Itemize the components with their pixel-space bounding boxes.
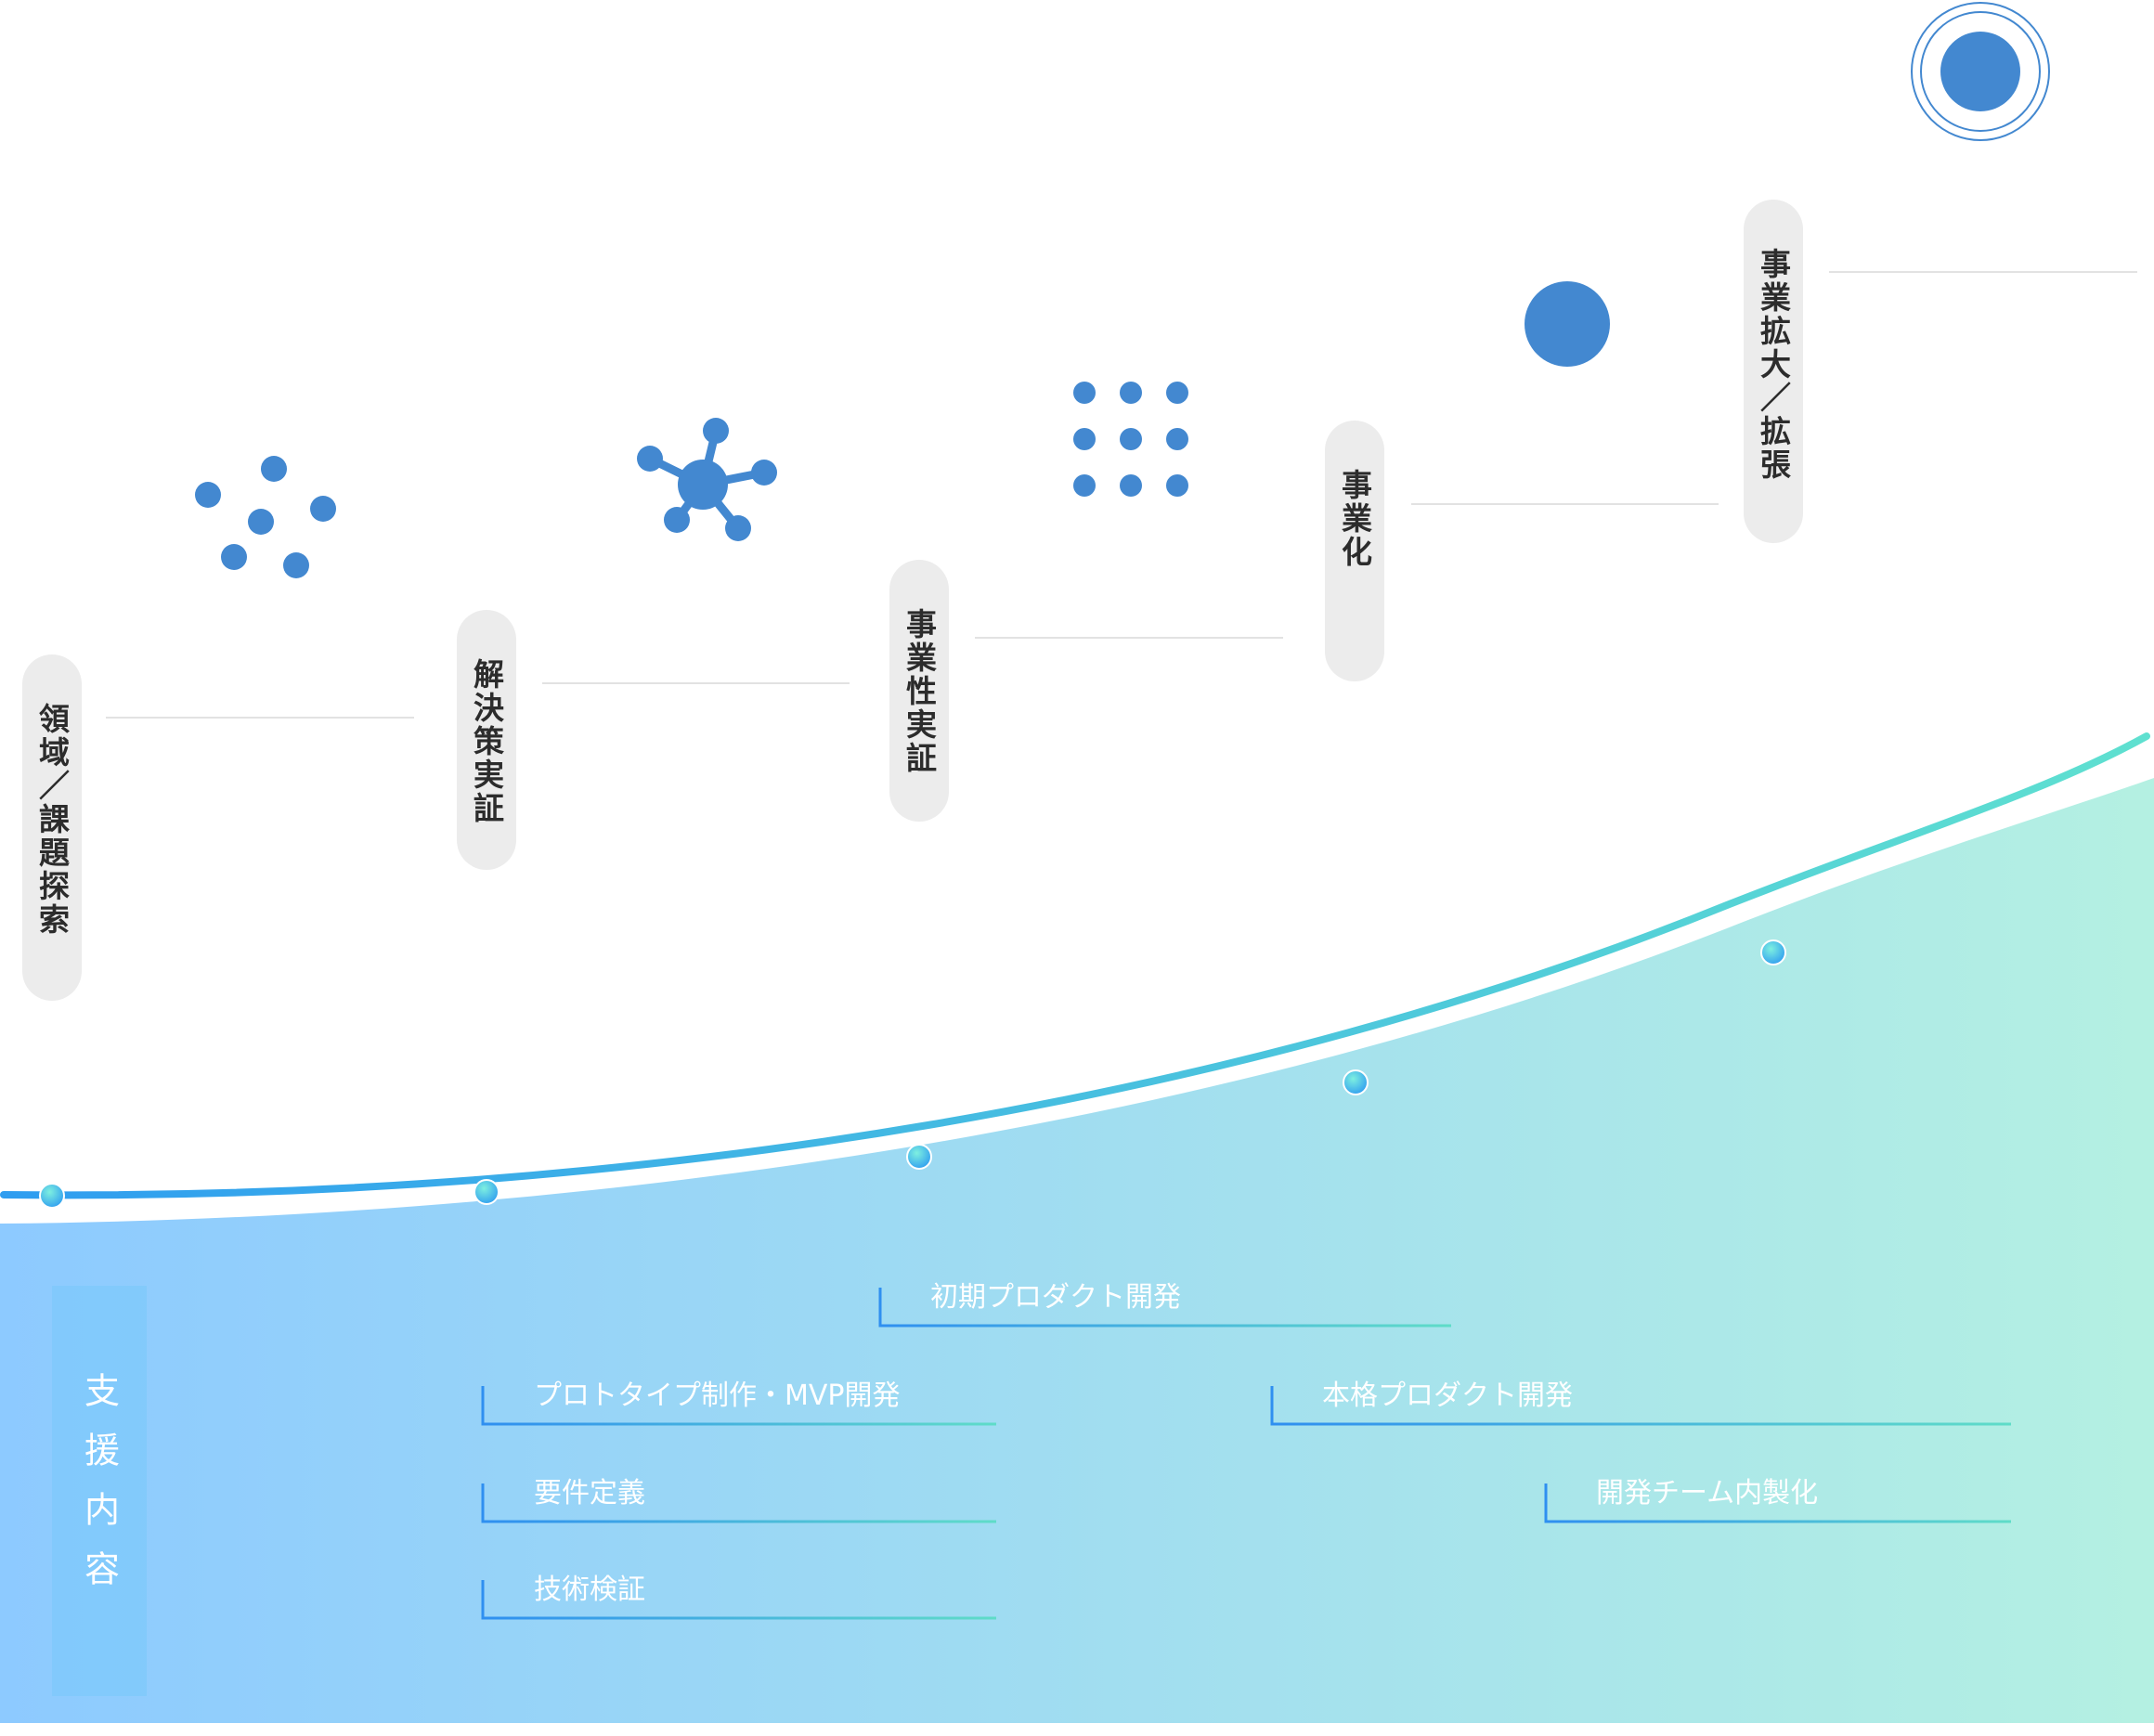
support-title: 支援内容: [78, 1372, 120, 1610]
stage-pill-business-validation: 事業性実証: [889, 560, 949, 822]
molecule-icon: [637, 418, 777, 541]
support-item-full-product: 本格プロダクト開発: [1322, 1380, 1573, 1412]
stage-label: 事業化: [1336, 469, 1373, 569]
stage-label: 解決策実証: [468, 658, 505, 825]
milestone-node: [1760, 939, 1786, 965]
support-item-requirements: 要件定義: [534, 1477, 645, 1509]
stage-pill-solution-validation: 解決策実証: [457, 610, 516, 870]
support-item-team-insourcing: 開発チーム内製化: [1596, 1477, 1819, 1509]
support-item-line: [1544, 1483, 2011, 1523]
milestone-node: [39, 1183, 65, 1209]
stage-pill-commercialization: 事業化: [1325, 421, 1384, 681]
stage-label: 領域／課題探索: [33, 703, 71, 937]
milestone-node: [1343, 1069, 1369, 1095]
support-title-box: 支援内容: [52, 1286, 147, 1696]
growth-curve: [0, 732, 2150, 1199]
solid-circle-icon: [1525, 281, 1610, 367]
stage-label: 事業性実証: [901, 608, 938, 775]
support-area: [0, 778, 2154, 1723]
support-item-initial-product: 初期プロダクト開発: [930, 1281, 1181, 1314]
support-item-line: [878, 1288, 1451, 1328]
dot-grid-icon: [1073, 382, 1188, 497]
support-item-line: [1270, 1386, 2011, 1426]
stage-pill-business-expansion: 事業拡大／拡張: [1744, 200, 1803, 543]
target-circle-icon: [1911, 2, 2050, 141]
support-item-prototype-mvp: プロトタイプ制作・MVP開発: [534, 1380, 901, 1412]
support-item-line: [481, 1386, 996, 1426]
support-item-line: [481, 1483, 996, 1523]
milestone-node: [906, 1144, 932, 1170]
stage-pill-domain-exploration: 領域／課題探索: [22, 654, 82, 1001]
support-item-tech-validation: 技術検証: [534, 1574, 645, 1606]
scattered-dots-icon: [195, 456, 336, 578]
stage-label: 事業拡大／拡張: [1755, 248, 1792, 482]
milestone-node: [474, 1179, 500, 1205]
support-item-line: [481, 1580, 996, 1620]
